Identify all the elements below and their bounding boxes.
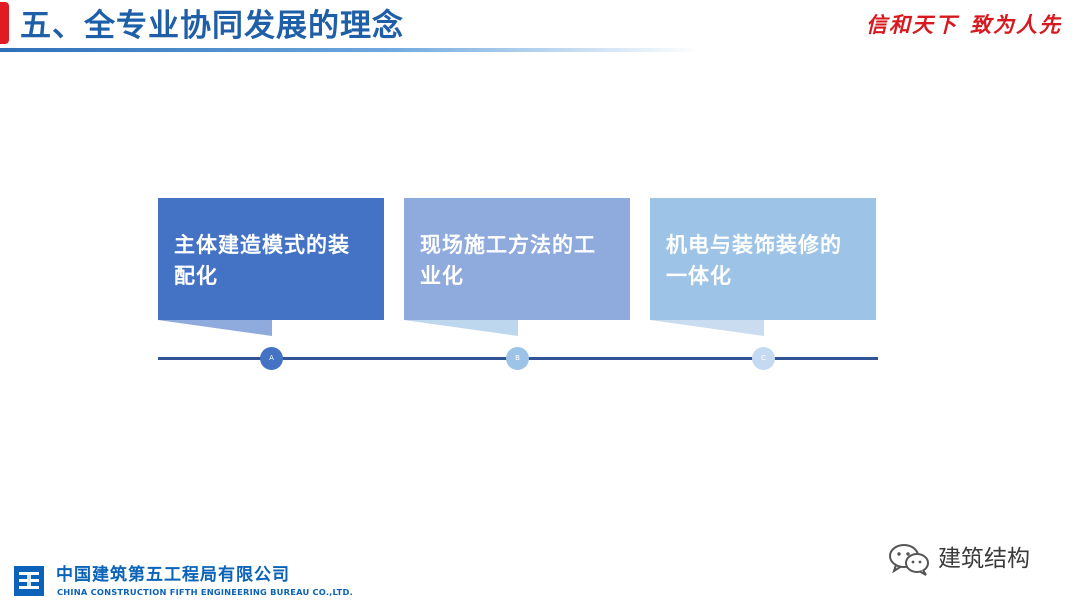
company-name-en: CHINA CONSTRUCTION FIFTH ENGINEERING BUR… — [57, 587, 353, 597]
card-integration-tail — [650, 320, 764, 336]
timeline-node-b: B — [506, 347, 529, 370]
timeline-node-c: C — [752, 347, 775, 370]
card-integration: 机电与装饰装修的一体化 — [650, 198, 876, 320]
card-industrialization-text: 现场施工方法的工业化 — [420, 233, 596, 288]
company-name-cn: 中国建筑第五工程局有限公司 — [56, 565, 290, 585]
company-logo-icon — [14, 566, 44, 596]
watermark-text: 建筑结构 — [938, 546, 1030, 572]
card-assembly-tail — [158, 320, 272, 336]
slogan: 信和天下致为人先 — [866, 8, 1062, 42]
card-assembly: 主体建造模式的装配化 — [158, 198, 384, 320]
card-integration-text: 机电与装饰装修的一体化 — [666, 233, 842, 288]
slogan-left: 信和天下 — [866, 12, 958, 37]
wechat-icon — [889, 544, 929, 576]
header-underline — [0, 48, 700, 52]
page-title: 五、全专业协同发展的理念 — [20, 8, 404, 44]
timeline-node-a: A — [260, 347, 283, 370]
header-red-tab — [0, 2, 9, 44]
card-industrialization-tail — [404, 320, 518, 336]
card-industrialization: 现场施工方法的工业化 — [404, 198, 630, 320]
slogan-right: 致为人先 — [970, 12, 1062, 37]
card-assembly-text: 主体建造模式的装配化 — [174, 233, 350, 288]
